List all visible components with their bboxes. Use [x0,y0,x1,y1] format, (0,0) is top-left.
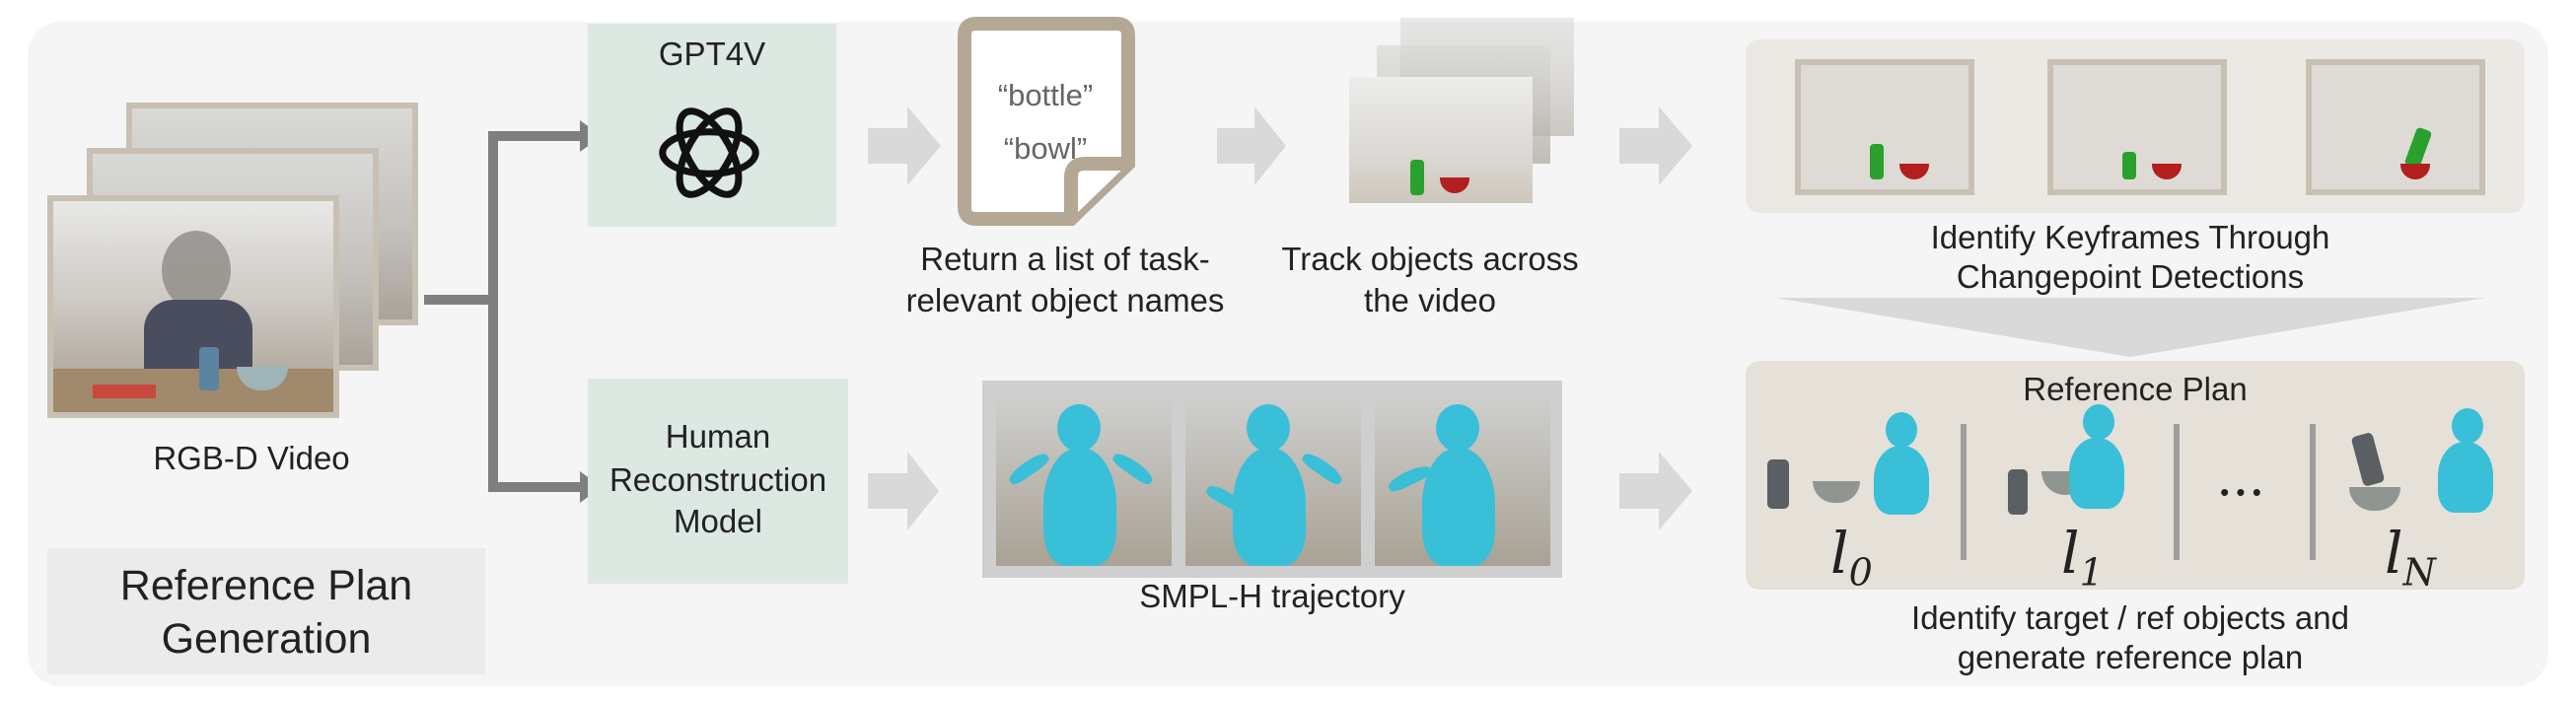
reference-plan-title: Reference Plan [2023,371,2248,407]
keyframes-caption-1: Identify Keyframes Through [1930,219,2330,255]
plan-label-n: lN [2385,520,2436,595]
reference-plan-caption-1: Identify target / ref objects and [1911,599,2349,636]
doc-caption-1: Return a list of task- [920,241,1210,277]
smpl-frame-2 [1185,392,1361,566]
flow-arrow-5 [1619,452,1692,530]
human-pose-0-head [1886,412,1917,448]
footer-line-2: Generation [161,615,372,663]
document-icon [958,17,1135,226]
input-label: RGB-D Video [153,440,350,476]
human-pose-1-head [2083,404,2114,440]
hrm-box [588,379,848,584]
split-arrow [424,120,602,503]
plan-label-1: l1 [2061,520,2104,595]
hrm-line-3: Model [674,503,762,539]
divider-3 [2310,424,2316,560]
footer-box [47,548,485,674]
doc-caption-2: relevant object names [905,282,1225,318]
keyframe-2 [2047,59,2227,195]
flow-arrow-1 [868,106,941,185]
flow-arrow-2 [1217,106,1286,185]
smpl-frame-3 [1375,392,1550,566]
flow-arrow-4 [868,452,939,530]
human-pose-n-body [2438,442,2493,513]
object-bottle-1 [2008,469,2028,515]
gpt4v-title: GPT4V [658,35,766,72]
object-bottle-0 [1767,459,1789,509]
human-pose-1-body [2069,438,2124,509]
flow-arrow-3 [1619,106,1692,185]
divider-2 [2174,424,2180,560]
plan-label-0: l0 [1830,520,1873,595]
keyframe-3 [2306,59,2485,195]
track-caption-2: the video [1364,282,1496,318]
bowl-mark [1440,177,1469,193]
smpl-frame-1 [996,392,1172,566]
hrm-line-2: Reconstruction [608,461,827,498]
doc-line-1: “bottle” [997,78,1094,112]
human-pose-0-body [1874,446,1929,515]
object-bowl-0 [1813,481,1860,503]
track-caption-1: Track objects across [1281,241,1579,277]
divider-1 [1961,424,1967,560]
down-arrow [1775,298,2485,357]
human-pose-n-head [2452,408,2483,444]
openai-logo-icon [659,107,759,198]
hrm-line-1: Human [665,418,771,455]
bottle-mark [1410,160,1424,195]
keyframes-caption-2: Changepoint Detections [1956,258,2305,295]
track-frame-front [1349,77,1533,203]
person-silhouette [162,231,231,310]
reference-plan-caption-2: generate reference plan [1957,639,2304,675]
smpl-caption: SMPL-H trajectory [1139,578,1405,614]
keyframe-1 [1795,59,1974,195]
doc-line-2: “bowl” [1003,131,1088,166]
footer-line-1: Reference Plan [119,562,413,609]
video-frame-front [47,195,339,418]
ellipsis: • • • [2220,477,2261,507]
